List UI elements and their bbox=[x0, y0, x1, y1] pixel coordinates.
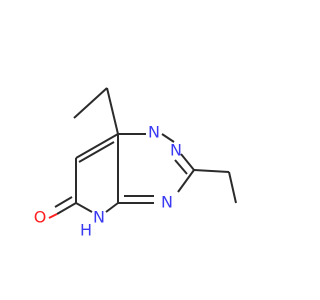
bond-c5-nh bbox=[75, 202, 93, 213]
atom-n-ring-top-right: N bbox=[170, 141, 182, 160]
bond-n2-c2-double bbox=[174, 159, 188, 175]
bond-ethyl1-ch2-ch3 bbox=[73, 87, 108, 119]
molecule-canvas: N N N N H O bbox=[33, 87, 237, 240]
bond-c2-ethyl bbox=[193, 169, 230, 173]
atom-labels: N N N N H O bbox=[34, 123, 182, 240]
bond-c2-n3 bbox=[177, 169, 195, 193]
molecule-structure bbox=[48, 87, 237, 219]
bond-n2-c2 bbox=[180, 153, 195, 171]
atom-n-bridgehead: N bbox=[148, 123, 160, 142]
bond-c7-c6-double bbox=[78, 141, 115, 163]
bond-c5-o-double-1 bbox=[48, 213, 58, 219]
bond-c5-o-double-2 bbox=[54, 196, 73, 208]
atom-o: O bbox=[34, 208, 47, 227]
bond-n1-n2 bbox=[161, 133, 175, 143]
bond-ethyl1-ring bbox=[106, 87, 119, 135]
bond-c7-c6 bbox=[75, 133, 119, 159]
bond-c5-o bbox=[56, 202, 77, 215]
bond-ethyl2-ch2-ch3 bbox=[228, 171, 237, 204]
atom-n-ring-bottom-right: N bbox=[161, 193, 173, 212]
atom-h: H bbox=[80, 221, 92, 240]
atom-nh: N bbox=[93, 208, 105, 227]
bond-nh-c8a bbox=[105, 202, 119, 213]
